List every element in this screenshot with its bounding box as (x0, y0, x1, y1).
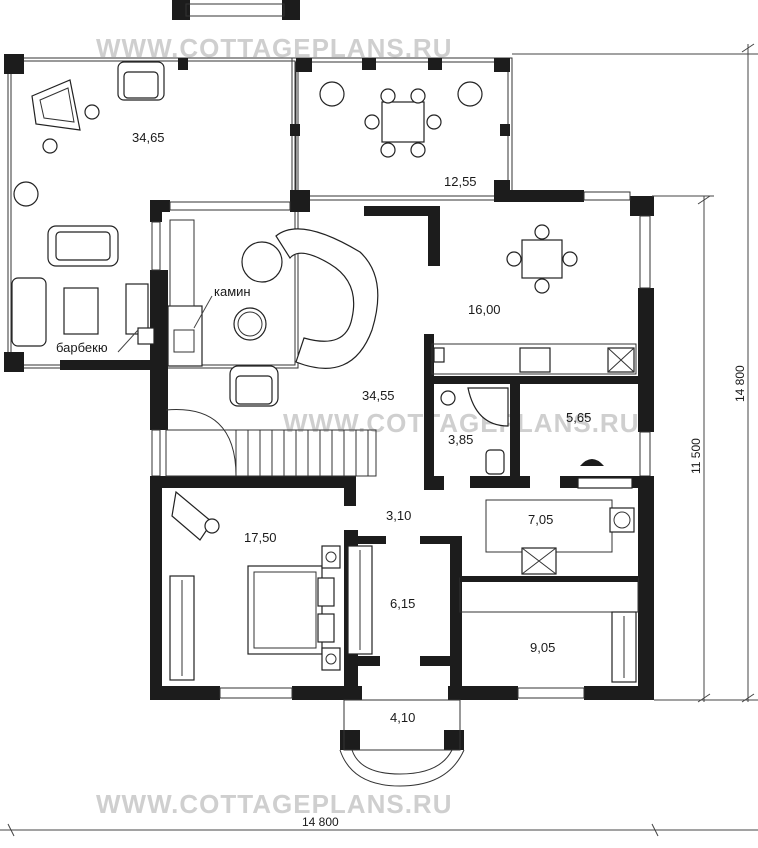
dimension-width-bottom: 14 800 (302, 815, 339, 829)
terrace-top-furniture (319, 81, 483, 266)
room-area-terrace-top: 12,55 (444, 174, 477, 189)
terrace-left-furniture (11, 61, 165, 347)
room-area-hall: 3,10 (386, 508, 411, 523)
label-fireplace: камин (214, 284, 251, 299)
dimension-height-inner: 11 500 (689, 438, 703, 474)
boiler-furniture (577, 459, 633, 489)
room-labels: 34,65 12,55 16,00 34,55 3,85 5,65 17,50 … (56, 130, 747, 829)
room-area-closet: 6,15 (390, 596, 415, 611)
room-area-porch: 4,10 (390, 710, 415, 725)
exterior-walls (150, 180, 654, 700)
label-barbecue: барбекю (56, 340, 108, 355)
watermark-bottom: WWW.COTTAGEPLANS.RU (96, 789, 452, 819)
closet-furniture (347, 545, 373, 655)
room-area-dining: 16,00 (468, 302, 501, 317)
room-area-boiler: 5,65 (566, 410, 591, 425)
top-columns (172, 0, 300, 20)
kitchen-furniture (433, 347, 635, 373)
watermark-middle: WWW.COTTAGEPLANS.RU (283, 408, 639, 438)
room-area-room-sw: 9,05 (530, 640, 555, 655)
terrace-top-outline (290, 57, 513, 201)
room-area-shower: 3,85 (448, 432, 473, 447)
dimension-lines (0, 43, 758, 837)
living-furniture (117, 219, 379, 407)
dining-furniture (506, 224, 578, 294)
room-area-laundry: 7,05 (528, 512, 553, 527)
bedroom-furniture (169, 490, 341, 681)
shower-furniture (440, 387, 509, 475)
room-area-living: 34,55 (362, 388, 395, 403)
room-area-terrace-left: 34,65 (132, 130, 165, 145)
dimension-height-outer: 14 800 (733, 365, 747, 402)
room-sw-furniture (611, 611, 637, 683)
laundry-furniture (521, 507, 635, 575)
staircase (165, 409, 377, 477)
room-area-bedroom: 17,50 (244, 530, 277, 545)
